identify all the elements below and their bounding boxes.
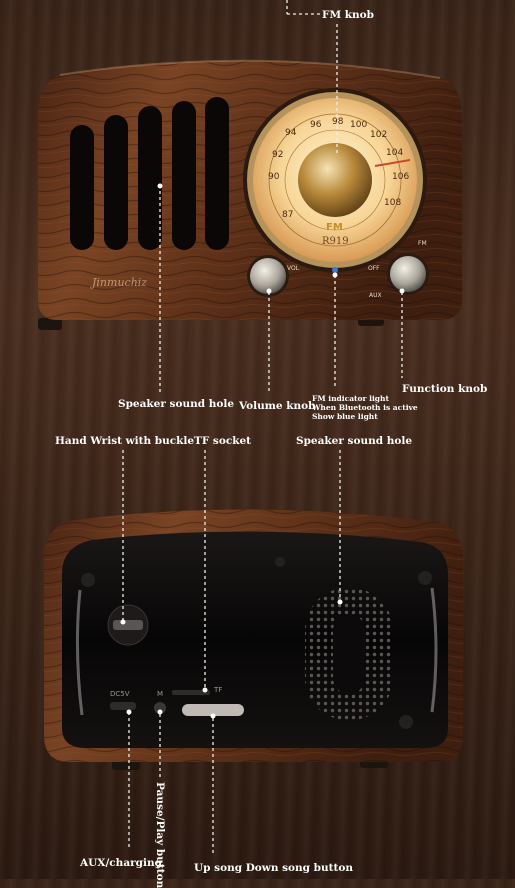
- band-label: FM: [326, 222, 343, 233]
- label-fm-indicator-2: When Bluetooth is active: [312, 403, 418, 412]
- m-label: M: [157, 690, 164, 698]
- dial-number: 106: [392, 172, 410, 182]
- label-tf-socket: TF socket: [194, 435, 252, 447]
- tf-label: TF: [214, 686, 223, 694]
- leader-lines: [122, 0, 403, 855]
- fm-indicator-led: [332, 267, 338, 273]
- dial-number: 92: [272, 150, 284, 160]
- port-label: DC5V: [110, 690, 130, 698]
- dial-needle: [374, 159, 411, 167]
- label-hand-wrist: Hand Wrist with buckle: [55, 435, 195, 447]
- label-speaker-hole-back: Speaker sound hole: [296, 435, 413, 447]
- label-speaker-hole-front: Speaker sound hole: [118, 398, 235, 410]
- label-fm-indicator-3: Show blue light: [312, 412, 378, 421]
- label-fm-indicator-1: FM indicator light: [312, 394, 389, 403]
- speaker-grille-front: [70, 97, 229, 250]
- rocker-button: [182, 704, 244, 716]
- dial-number: 100: [350, 120, 368, 130]
- label-up-down-song: Up song Down song button: [194, 862, 353, 874]
- knob-marker: AUX: [369, 292, 382, 299]
- function-knob-shape: [387, 253, 429, 295]
- pause-play-button-shape: [154, 702, 166, 714]
- dial-number: 94: [285, 128, 297, 138]
- dial-number: 90: [268, 172, 280, 182]
- tf-slot: [172, 690, 210, 695]
- label-function-knob: Function knob: [402, 383, 488, 395]
- label-fm-knob: FM knob: [322, 9, 374, 21]
- dial-number: 104: [386, 148, 404, 158]
- dial-number: 96: [310, 120, 322, 130]
- volume-knob-shape: [247, 255, 289, 297]
- tuning-dial: [243, 88, 427, 272]
- label-aux-charging: AUX/charging: [80, 857, 162, 869]
- fm-tuning-knob: [298, 143, 372, 217]
- knob-marker: OFF: [368, 265, 380, 272]
- dial-number: 102: [370, 130, 388, 140]
- aux-charging-port: [110, 702, 136, 710]
- model-label: R919: [322, 236, 349, 247]
- knob-marker: VOL: [287, 265, 300, 272]
- brand-script: Jinmuchiz: [92, 276, 148, 289]
- dial-number: 98: [332, 117, 344, 127]
- dial-number: 108: [384, 198, 402, 208]
- radio-back: [44, 509, 463, 770]
- label-volume-knob: Volume knob: [239, 400, 316, 412]
- knob-marker: FM: [418, 240, 427, 247]
- dial-number: 87: [282, 210, 294, 220]
- label-pause-play: Pause/Play button: [154, 782, 166, 888]
